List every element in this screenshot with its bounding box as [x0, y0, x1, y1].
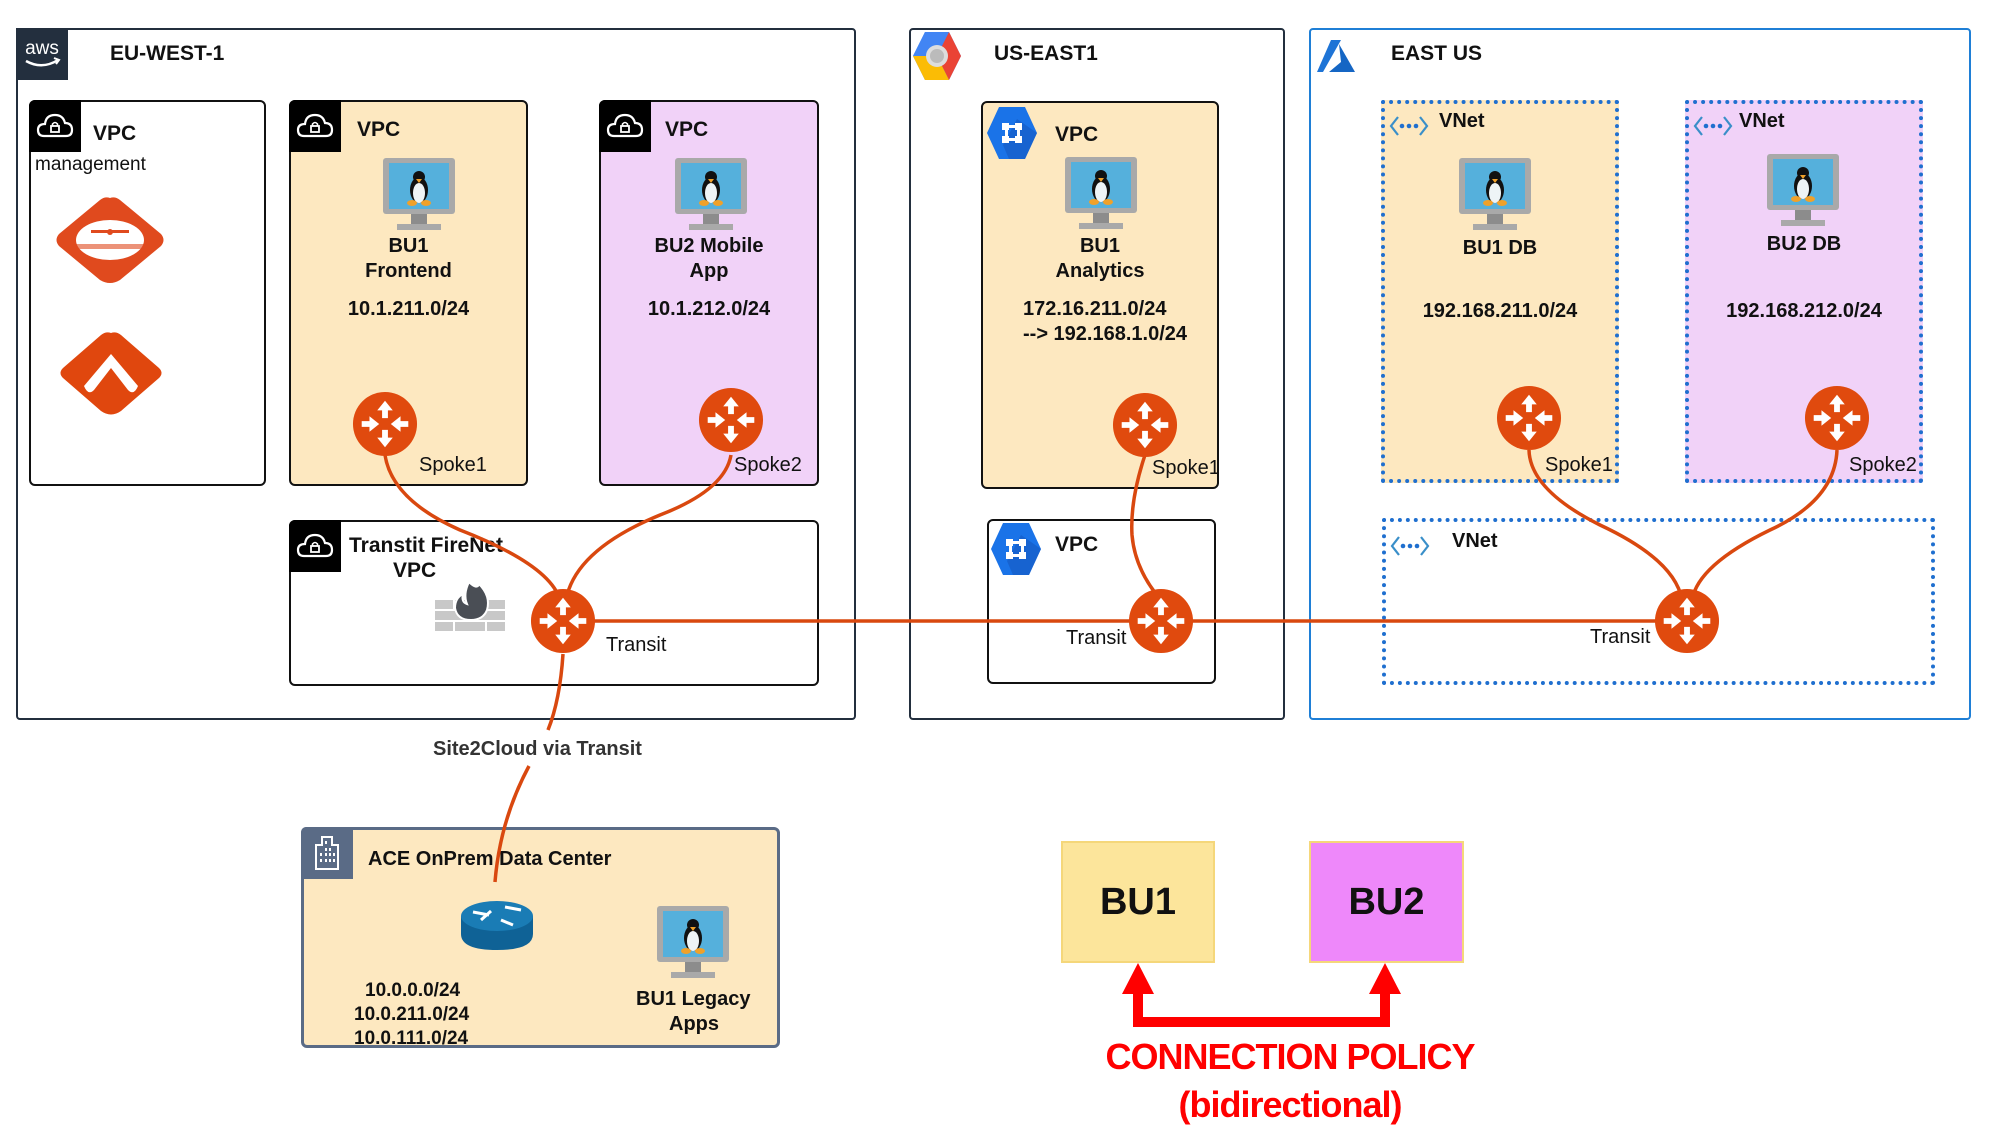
region-title: EAST US — [1391, 42, 1483, 65]
vnet-bu2-db[interactable]: VNet BU2 DB 192.168.212.0/24 Spoke2 — [1685, 100, 1923, 483]
cidr-line2: --> 192.168.1.0/24 — [1023, 323, 1188, 345]
vnet-label: VNet — [1439, 110, 1485, 132]
gateway-label: Spoke1 — [1545, 454, 1613, 476]
onprem-router-icon[interactable] — [459, 898, 535, 954]
vpc-label-line1: Transtit FireNet — [349, 534, 504, 557]
vpc-cloud-lock-icon — [289, 100, 341, 152]
workload-name-line2: App — [689, 260, 729, 282]
policy-bu1-label: BU1 — [1099, 880, 1177, 923]
gateway-label: Spoke1 — [1152, 457, 1220, 479]
onprem-cidr: 10.0.0.0/24 — [365, 980, 461, 1001]
workload-name-line1: BU1 Legacy — [636, 988, 751, 1010]
policy-bu2-label: BU2 — [1348, 880, 1425, 923]
workload-name-line2: Analytics — [1055, 260, 1145, 282]
site2cloud-label: Site2Cloud via Transit — [433, 738, 642, 760]
gcp-vpc-icon — [991, 523, 1041, 575]
vnet-label: VNet — [1739, 110, 1785, 132]
policy-bidirectional-arrow — [1122, 963, 1401, 1027]
gcp-vpc-icon — [987, 107, 1037, 159]
policy-bu1-box: BU1 — [1061, 841, 1215, 963]
linux-vm-icon[interactable] — [655, 904, 731, 982]
policy-subtitle: (bidirectional) — [1178, 1084, 1402, 1125]
vpc-cloud-lock-icon — [599, 100, 651, 152]
aws-logo-icon: aws — [16, 28, 68, 80]
vnet-icon — [1389, 116, 1429, 136]
vpc-label: VPC — [1055, 533, 1099, 556]
vpc-bu2-mobile-app[interactable]: VPC BU2 Mobile App 10.1.212.0/24 Spoke2 — [599, 100, 819, 486]
linux-vm-icon[interactable] — [1063, 155, 1139, 233]
aviatrix-copilot-icon[interactable] — [58, 330, 164, 416]
vnet-icon — [1693, 116, 1733, 136]
policy-title: CONNECTION POLICY — [1105, 1036, 1475, 1077]
gateway-label: Spoke2 — [1849, 454, 1917, 476]
vpc-label: VPC — [357, 118, 401, 141]
region-title: US-EAST1 — [994, 42, 1098, 65]
gateway-label: Transit — [1066, 627, 1127, 649]
gateway-label: Spoke1 — [419, 454, 487, 476]
cidr: 10.1.211.0/24 — [347, 298, 470, 320]
workload-name-line2: Frontend — [365, 260, 452, 282]
vpc-label: VPC — [1055, 123, 1099, 146]
svg-text:aws: aws — [25, 38, 59, 59]
gcp-logo-icon — [913, 32, 961, 80]
workload-name-line2: Apps — [669, 1013, 719, 1035]
workload-name-line1: BU2 Mobile — [654, 235, 764, 257]
cidr: 192.168.212.0/24 — [1726, 300, 1882, 322]
azure-logo-icon — [1317, 40, 1355, 72]
vnet-bu1-db[interactable]: VNet BU1 DB 192.168.211.0/24 Spoke1 — [1381, 100, 1619, 483]
onprem-cidr: 10.0.111.0/24 — [354, 1028, 469, 1049]
gateway-label: Spoke2 — [734, 454, 802, 476]
vpc-bu1-analytics[interactable]: VPC BU1 Analytics 172.16.211.0/24 --> 19… — [981, 101, 1220, 489]
gateway-label: Transit — [1590, 626, 1651, 648]
region-title: EU-WEST-1 — [110, 42, 225, 65]
firewall-icon[interactable] — [435, 580, 505, 634]
building-icon — [301, 827, 353, 879]
vnet-azure-transit[interactable]: VNet Transit — [1382, 518, 1935, 685]
vnet-label: VNet — [1452, 530, 1498, 552]
onprem-datacenter[interactable]: ACE OnPrem Data Center 10.0.0.0/24 10.0.… — [301, 827, 780, 1049]
vpc-label: VPC — [93, 122, 137, 145]
workload-name-line1: BU1 — [1079, 235, 1120, 257]
linux-vm-icon[interactable] — [1457, 156, 1533, 234]
linux-vm-icon[interactable] — [381, 156, 457, 234]
linux-vm-icon[interactable] — [1765, 152, 1841, 230]
gateway-label: Transit — [606, 634, 667, 656]
linux-vm-icon[interactable] — [673, 156, 749, 234]
policy-bu2-box: BU2 — [1309, 841, 1464, 963]
onprem-title: ACE OnPrem Data Center — [368, 848, 612, 870]
aviatrix-controller-icon[interactable] — [53, 194, 167, 286]
vpc-label-line2: VPC — [393, 559, 437, 582]
onprem-cidr: 10.0.211.0/24 — [354, 1004, 470, 1025]
workload-name-line1: BU1 — [388, 235, 429, 257]
workload-name: BU2 DB — [1766, 233, 1842, 255]
cidr: 10.1.212.0/24 — [647, 298, 771, 320]
cidr-line1: 172.16.211.0/24 — [1023, 298, 1167, 320]
vpc-transit-firenet[interactable]: Transtit FireNet VPC Transit — [289, 520, 819, 686]
vpc-management[interactable]: VPC management — [29, 100, 266, 486]
vpc-cloud-lock-icon — [289, 520, 341, 572]
vnet-icon — [1390, 536, 1430, 556]
vpc-gcp-transit[interactable]: VPC Transit — [987, 519, 1216, 684]
workload-name: BU1 DB — [1462, 237, 1538, 259]
cidr: 192.168.211.0/24 — [1422, 300, 1578, 322]
vpc-bu1-frontend[interactable]: VPC BU1 Frontend 10.1.211.0/24 Spoke1 — [289, 100, 528, 486]
vpc-label: VPC — [665, 118, 709, 141]
vpc-cloud-lock-icon — [29, 100, 81, 152]
vpc-sublabel: management — [35, 154, 146, 175]
